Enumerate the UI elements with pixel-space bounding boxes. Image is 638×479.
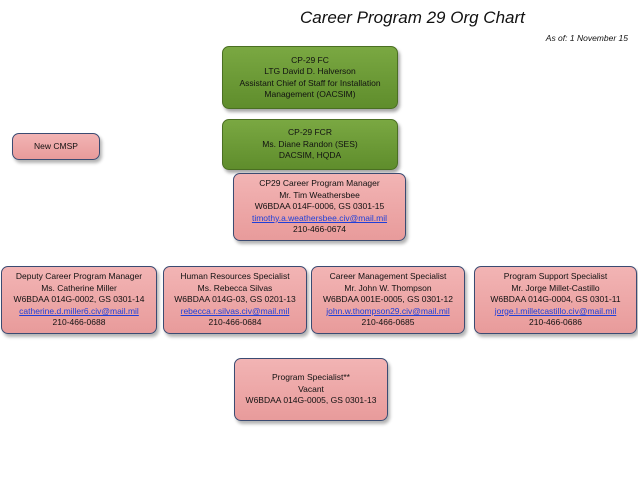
program-support-box[interactable]: Program Support Specialist Mr. Jorge Mil… [474,266,637,334]
cp29-fcr-line-1: CP-29 FCR [288,127,332,138]
new-cmsp-box[interactable]: New CMSP [12,133,100,160]
cp29-fc-line-3: Assistant Chief of Staff for Installatio… [239,77,381,88]
career-mgmt-name: Mr. John W. Thompson [344,282,432,293]
new-cmsp-label: New CMSP [34,140,78,151]
deputy-position: W6BDAA 014G-0002, GS 0301-14 [13,294,145,305]
hr-email-link[interactable]: rebecca.r.silvas.civ@mail.mil [180,305,290,316]
career-mgmt-title: Career Management Specialist [329,271,447,282]
hr-position: W6BDAA 014G-03, GS 0201-13 [174,294,296,305]
career-mgmt-phone: 210-466-0685 [361,317,415,328]
cp29-fcr-line-2: Ms. Diane Randon (SES) [262,138,358,149]
manager-position: W6BDAA 014F-0006, GS 0301-15 [254,201,385,212]
program-specialist-name: Vacant [298,383,324,394]
cp29-fcr-box[interactable]: CP-29 FCR Ms. Diane Randon (SES) DACSIM,… [222,119,398,170]
career-mgmt-box[interactable]: Career Management Specialist Mr. John W.… [311,266,465,334]
program-support-phone: 210-466-0686 [529,317,582,328]
deputy-name: Ms. Catherine Miller [41,282,117,293]
page-title: Career Program 29 Org Chart [300,8,525,27]
hr-name: Ms. Rebecca Silvas [197,282,273,293]
program-support-email-link[interactable]: jorge.l.milletcastillo.civ@mail.mil [494,305,617,316]
deputy-title: Deputy Career Program Manager [15,271,143,282]
deputy-manager-box[interactable]: Deputy Career Program Manager Ms. Cather… [1,266,157,334]
hr-title: Human Resources Specialist [180,271,290,282]
hr-phone: 210-466-0684 [208,317,262,328]
cp29-fc-line-1: CP-29 FC [291,54,329,65]
cp29-fcr-line-3: DACSIM, HQDA [278,150,342,161]
cp29-fc-line-2: LTG David D. Halverson [264,66,356,76]
cp29-fc-box[interactable]: CP-29 FC LTG David D. Halverson Assistan… [222,46,398,109]
program-support-title: Program Support Specialist [503,271,608,282]
as-of-date: As of: 1 November 15 [545,33,628,43]
cp29-fc-line-4: Management (OACSIM) [264,89,356,99]
manager-name: Mr. Tim Weathersbee [279,189,360,200]
program-specialist-box[interactable]: Program Specialist** Vacant W6BDAA 014G-… [234,358,388,421]
program-specialist-position: W6BDAA 014G-0005, GS 0301-13 [245,395,377,406]
cp29-manager-box[interactable]: CP29 Career Program Manager Mr. Tim Weat… [233,173,406,241]
program-support-name: Mr. Jorge Millet-Castillo [511,282,600,293]
manager-title: CP29 Career Program Manager [259,178,380,189]
hr-specialist-box[interactable]: Human Resources Specialist Ms. Rebecca S… [163,266,307,334]
career-mgmt-email-link[interactable]: john.w.thompson29.civ@mail.mil [326,305,450,316]
deputy-phone: 210-466-0688 [52,317,106,328]
program-specialist-title: Program Specialist** [272,372,350,383]
manager-email-link[interactable]: timothy.a.weathersbee.civ@mail.mil [251,212,388,223]
deputy-email-link[interactable]: catherine.d.miller6.civ@mail.mil [19,305,139,316]
manager-phone: 210-466-0674 [293,224,346,235]
career-mgmt-position: W6BDAA 001E-0005, GS 0301-12 [323,294,453,305]
program-support-position: W6BDAA 014G-0004, GS 0301-11 [490,294,621,305]
